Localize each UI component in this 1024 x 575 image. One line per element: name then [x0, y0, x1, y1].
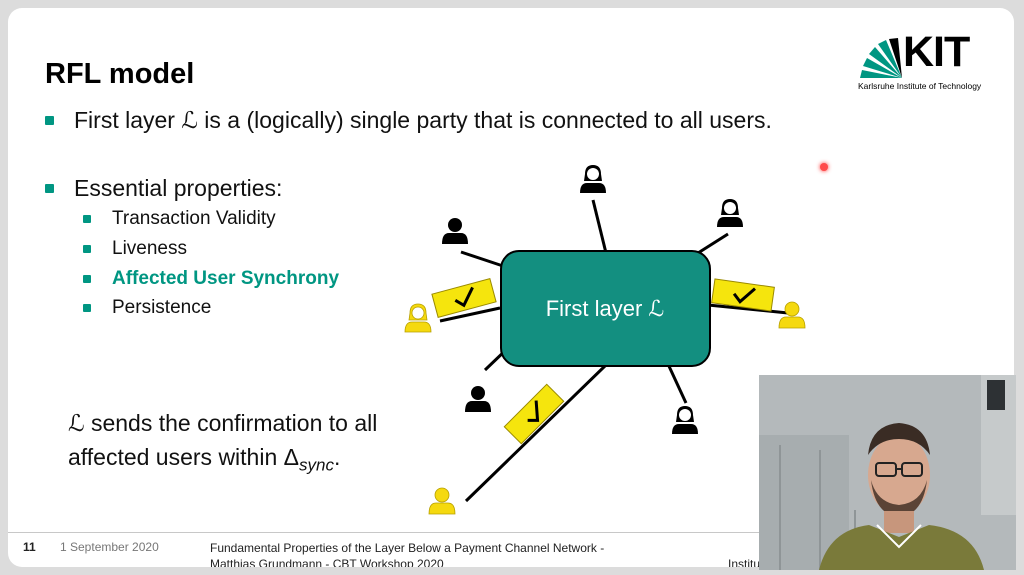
rfl-diagram: First layer ℒ: [404, 165, 806, 515]
statement-line-2-text: affected users within Δ: [68, 444, 299, 470]
sync-subscript: sync: [299, 455, 334, 475]
presentation-slide: RFL model KIT Karlsruhe Institute of Tec…: [8, 8, 1014, 567]
first-layer-box-label: First layer ℒ: [546, 296, 665, 321]
kit-logo-subtitle: Karlsruhe Institute of Technology: [858, 81, 982, 91]
user-icon: [580, 165, 606, 193]
user-icon: [717, 199, 743, 227]
laser-pointer: [820, 163, 828, 171]
footer-institute: Institu: [728, 557, 761, 567]
property-item: Persistence: [112, 297, 212, 318]
statement-line-2: affected users within Δsync.: [68, 440, 377, 483]
sub-bullet-marker: [83, 304, 91, 312]
footer-title-line-2: Matthias Grundmann - CBT Workshop 2020: [210, 557, 444, 567]
footer-title: Fundamental Properties of the Layer Belo…: [210, 540, 604, 567]
check-icon: [454, 286, 474, 308]
sub-bullet-marker: [83, 215, 91, 223]
user-icon: [672, 406, 698, 434]
property-item-highlighted: Affected User Synchrony: [112, 268, 340, 289]
bullet-marker: [45, 184, 54, 193]
kit-logo-fan-icon: [860, 38, 902, 78]
confirmation-statement: ℒ sends the confirmation to all affected…: [68, 406, 377, 483]
sub-bullet-marker: [83, 275, 91, 283]
kit-logo: KIT Karlsruhe Institute of Technology: [858, 28, 998, 98]
footer-divider: [8, 532, 1014, 533]
property-item: Transaction Validity: [112, 208, 276, 229]
first-layer-box: [500, 250, 711, 367]
kit-logo-wordmark: KIT: [903, 28, 970, 76]
confirmation-tag: [431, 278, 497, 318]
slide-title: RFL model: [45, 58, 195, 90]
connection-lines: [439, 199, 789, 503]
confirmation-tag: [711, 278, 775, 312]
footer-date: 1 September 2020: [60, 540, 159, 554]
sub-bullet-marker: [83, 245, 91, 253]
check-icon: [527, 400, 540, 422]
highlighted-user-icon: [404, 303, 432, 333]
webcam-video: [759, 375, 1016, 570]
check-icon: [732, 287, 756, 304]
webcam-picture: [759, 375, 1016, 570]
statement-line-1: ℒ sends the confirmation to all: [68, 410, 378, 436]
confirmation-tag: [503, 383, 565, 445]
footer-title-line-1: Fundamental Properties of the Layer Belo…: [210, 541, 605, 555]
user-icon: [465, 386, 491, 412]
property-item: Liveness: [112, 238, 187, 259]
page-number: 11: [23, 540, 36, 554]
bullet-first-layer: First layer ℒ is a (logically) single pa…: [74, 107, 772, 133]
user-icon: [442, 218, 468, 244]
highlighted-user-icon: [778, 301, 806, 329]
statement-period: .: [333, 444, 341, 470]
bullet-essential-properties: Essential properties:: [74, 175, 283, 201]
bullet-marker: [45, 116, 54, 125]
highlighted-user-icon: [428, 487, 456, 515]
